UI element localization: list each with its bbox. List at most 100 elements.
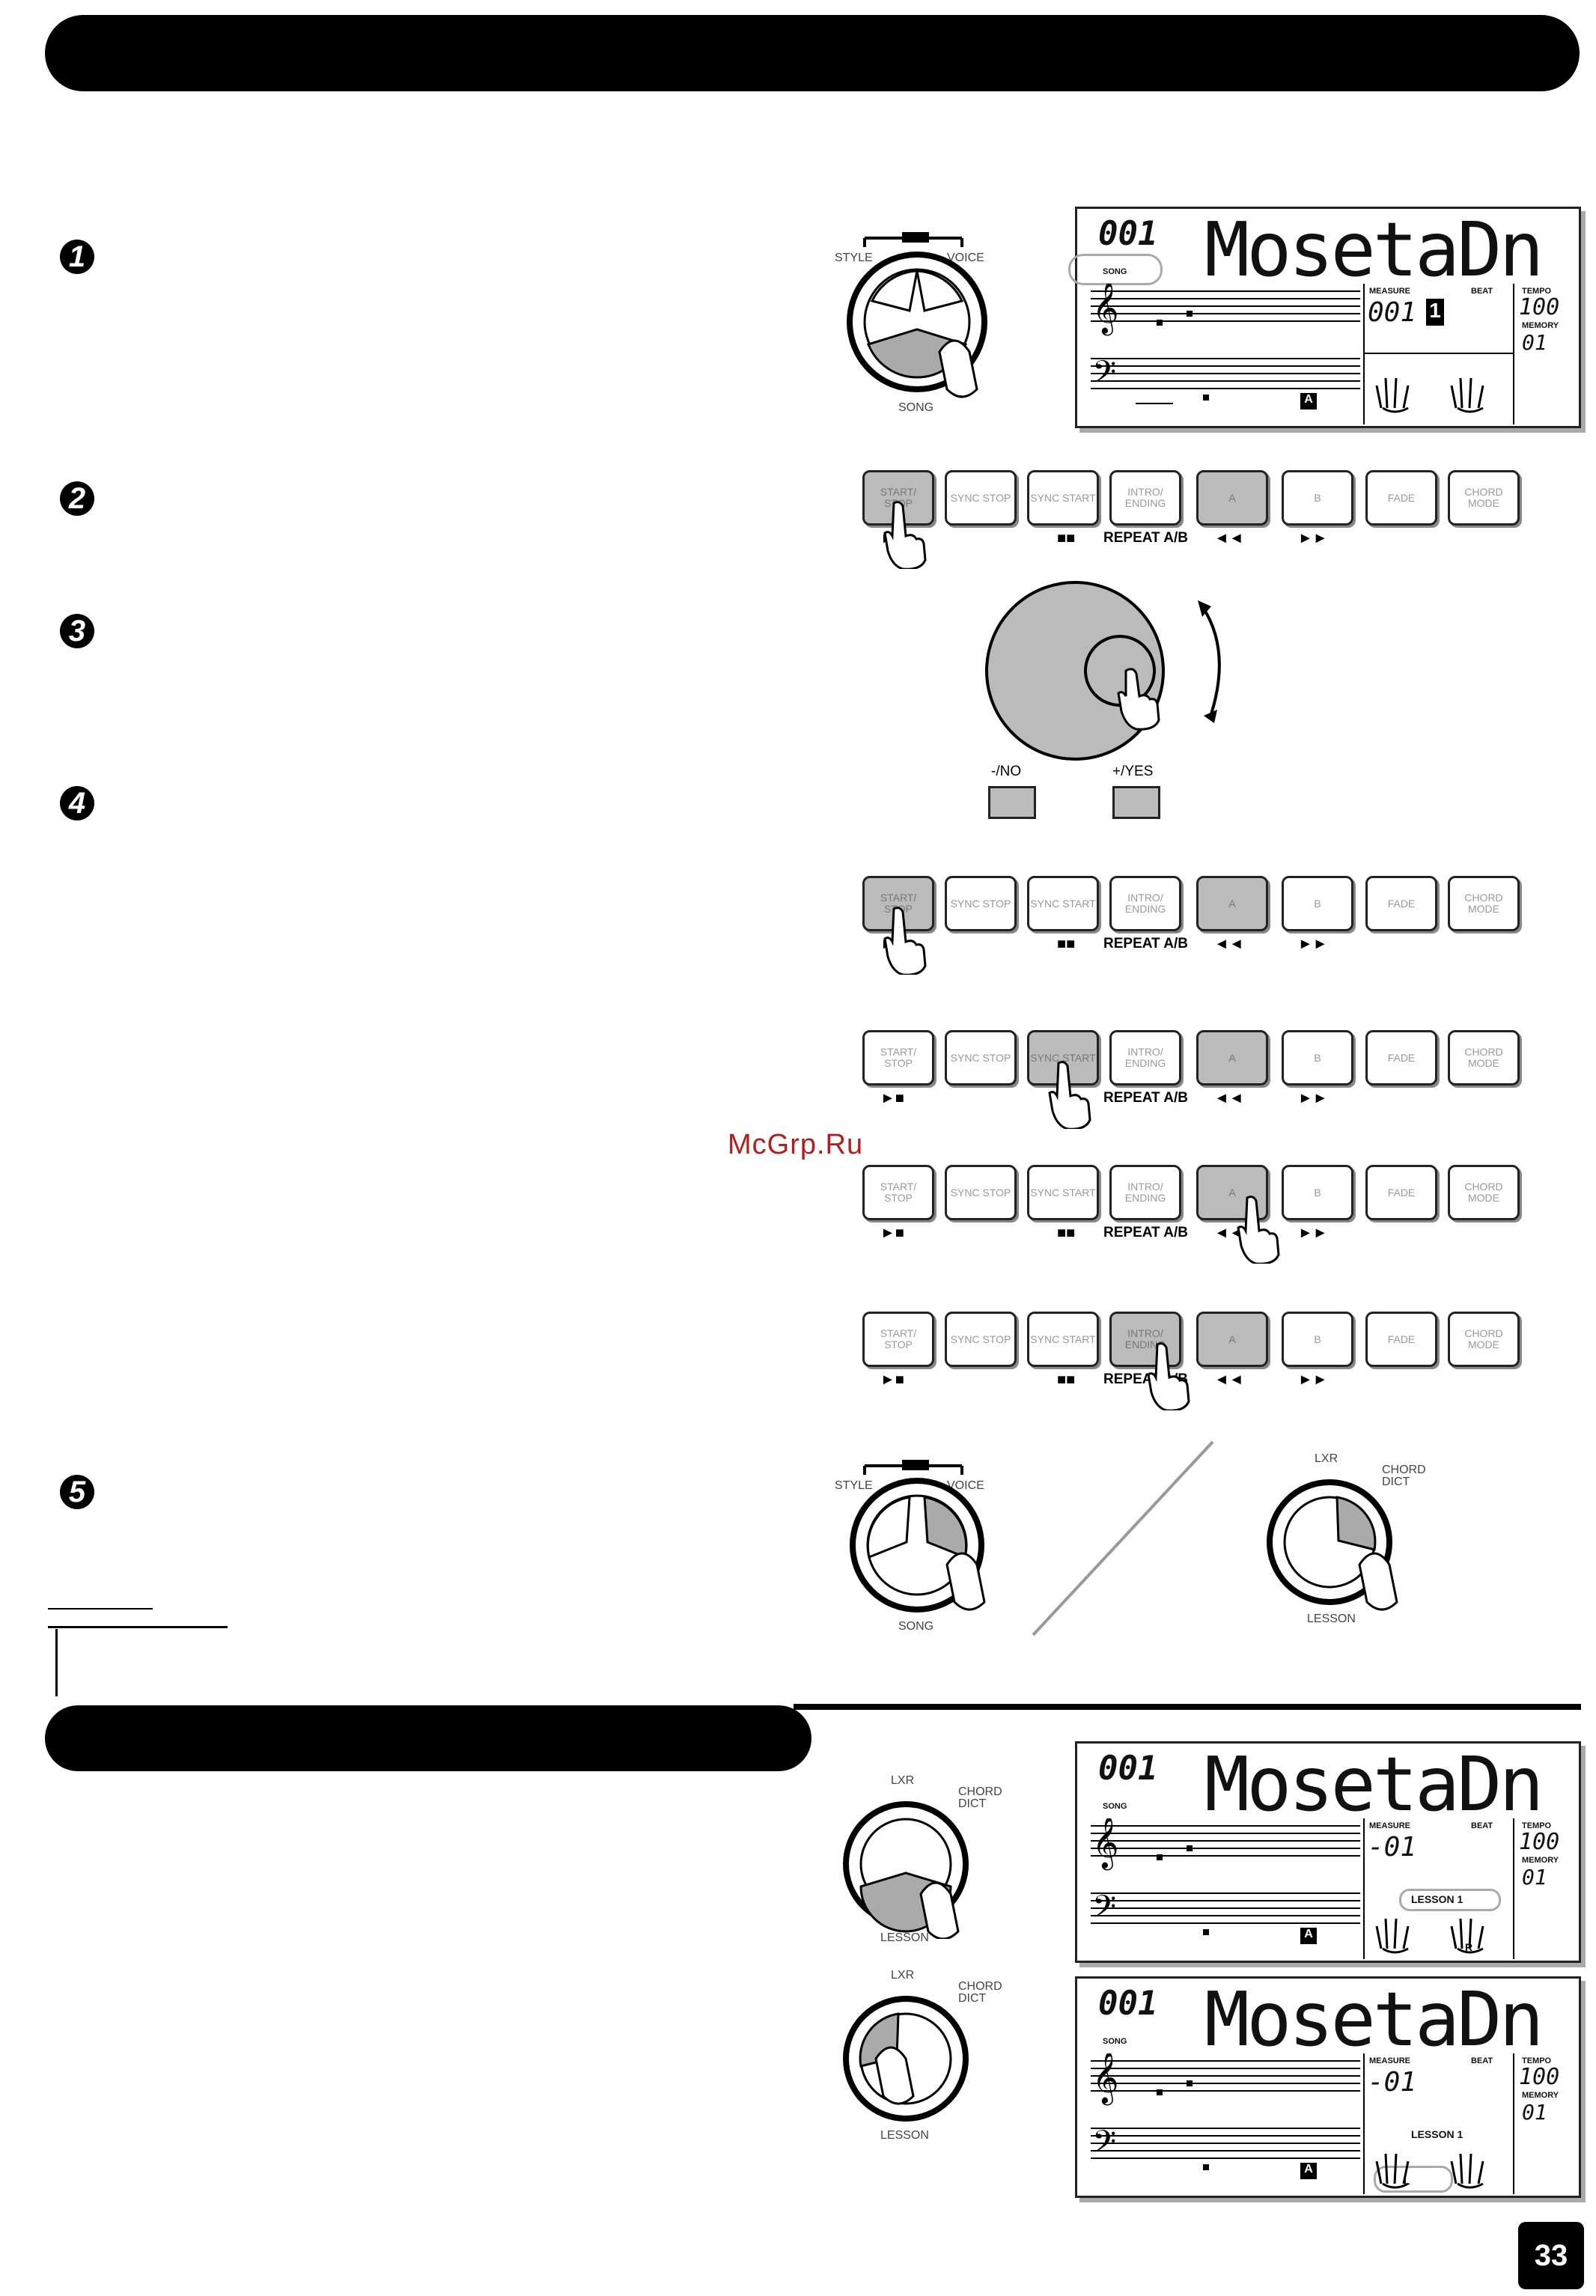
- b-button[interactable]: B: [1282, 1030, 1353, 1085]
- lcd-divider: [1363, 1818, 1365, 1959]
- pointing-hand-icon: [1237, 1196, 1280, 1264]
- fade-button[interactable]: FADE: [1365, 1030, 1437, 1085]
- lesson-wheel-icon[interactable]: [831, 1969, 1011, 2134]
- yes-button[interactable]: [1112, 786, 1160, 819]
- repeat-ab-label: REPEAT A/B: [1103, 936, 1188, 951]
- lesson-wheel-icon[interactable]: [1255, 1452, 1434, 1617]
- no-button[interactable]: [988, 786, 1036, 819]
- lxr-label: LXR: [891, 1969, 915, 1982]
- forward-symbol: ►►: [1298, 530, 1328, 546]
- sync-stop-button[interactable]: SYNC STOP: [945, 1312, 1017, 1367]
- forward-symbol: ►►: [1298, 1090, 1328, 1106]
- intro-ending-button[interactable]: INTRO/ ENDING: [1109, 876, 1181, 931]
- chord-mode-button[interactable]: CHORD MODE: [1448, 470, 1520, 526]
- intro-ending-button[interactable]: INTRO/ ENDING: [1109, 1165, 1181, 1220]
- pause-symbol: ■■: [1057, 1225, 1076, 1241]
- beat-label: BEAT: [1471, 1821, 1493, 1830]
- intro-ending-button[interactable]: INTRO/ ENDING: [1109, 470, 1181, 526]
- selector-wheel-icon[interactable]: [835, 1452, 1014, 1624]
- sync-stop-button[interactable]: SYNC STOP: [945, 876, 1017, 931]
- or-divider-line: [1032, 1440, 1214, 1636]
- svg-text:𝄢: 𝄢: [1092, 354, 1116, 398]
- chord-dict-label: CHORD DICT: [1382, 1464, 1426, 1488]
- lesson-wheel-icon[interactable]: [831, 1774, 1011, 1939]
- intro-ending-button[interactable]: INTRO/ ENDING: [1109, 1030, 1181, 1085]
- lcd-song-name: MosetaDn: [1204, 1976, 1544, 2063]
- forward-symbol: ►►: [1298, 936, 1328, 952]
- sync-start-button[interactable]: SYNC START: [1027, 1165, 1099, 1220]
- pointing-hand-icon: [883, 501, 927, 569]
- song-label: SONG: [898, 401, 934, 414]
- b-button[interactable]: B: [1282, 1165, 1353, 1220]
- footnote-rule-2: [48, 1608, 153, 1610]
- chord-mode-button[interactable]: CHORD MODE: [1448, 1030, 1520, 1085]
- svg-text:𝄢: 𝄢: [1092, 1889, 1116, 1932]
- repeat-ab-label: REPEAT A/B: [1103, 530, 1188, 546]
- lesson-highlight: [1399, 1889, 1501, 1911]
- sync-start-button[interactable]: SYNC START: [1027, 1030, 1099, 1085]
- lcd-divider-2: [1513, 1818, 1514, 1959]
- repeat-ab-label: REPEAT A/B: [1103, 1090, 1188, 1106]
- lesson-indicator: LESSON 1: [1411, 1893, 1463, 1905]
- a-button[interactable]: A: [1196, 1312, 1268, 1367]
- beat-label: BEAT: [1471, 2056, 1493, 2065]
- fade-button[interactable]: FADE: [1365, 1312, 1437, 1367]
- fade-button[interactable]: FADE: [1365, 1165, 1437, 1220]
- mode-selector-1: STYLE VOICE SONG: [835, 225, 999, 427]
- svg-text:𝄢: 𝄢: [1092, 2124, 1116, 2167]
- dial-icon[interactable]: [973, 576, 1258, 771]
- sync-start-button[interactable]: SYNC START: [1027, 876, 1099, 931]
- lcd-song-tag: SONG: [1103, 2037, 1127, 2046]
- style-label: STYLE: [835, 1479, 873, 1492]
- hands-icon: [1375, 2153, 1484, 2189]
- forward-symbol: ►►: [1298, 1371, 1328, 1388]
- sync-stop-button[interactable]: SYNC STOP: [945, 470, 1017, 526]
- intro-ending-button[interactable]: INTRO/ ENDING: [1109, 1312, 1181, 1367]
- sync-stop-button[interactable]: SYNC STOP: [945, 1165, 1017, 1220]
- pointing-hand-icon: [883, 907, 927, 975]
- tempo-label: TEMPO: [1522, 287, 1552, 296]
- fade-button[interactable]: FADE: [1365, 876, 1437, 931]
- section-divider: [794, 1704, 1581, 1710]
- chord-mode-button[interactable]: CHORD MODE: [1448, 1312, 1520, 1367]
- measure-label: MEASURE: [1369, 287, 1411, 296]
- yes-label: +/YES: [1112, 764, 1154, 779]
- b-button[interactable]: B: [1282, 1312, 1353, 1367]
- svg-text:𝄞: 𝄞: [1092, 284, 1118, 335]
- footnote-rule: [48, 1626, 228, 1628]
- memory-value: 01: [1522, 2100, 1547, 2125]
- hands-icon: [1375, 1918, 1484, 1954]
- a-button[interactable]: A: [1196, 470, 1268, 526]
- svg-text:𝄞: 𝄞: [1092, 1818, 1118, 1870]
- pause-symbol: ■■: [1057, 1371, 1076, 1388]
- start-stop-button[interactable]: START/ STOP: [862, 1030, 934, 1085]
- tempo-label: TEMPO: [1522, 2056, 1552, 2065]
- staff-icon: 𝄞 𝄢: [1091, 1818, 1360, 1935]
- chord-mode-button[interactable]: CHORD MODE: [1448, 876, 1520, 931]
- a-button[interactable]: A: [1196, 1030, 1268, 1085]
- lcd-divider: [1363, 284, 1365, 424]
- step-2-marker: 2: [60, 481, 94, 516]
- start-stop-button[interactable]: START/ STOP: [862, 1312, 934, 1367]
- data-dial: -/NO +/YES: [973, 576, 1258, 823]
- b-button[interactable]: B: [1282, 876, 1353, 931]
- memory-label: MEMORY: [1522, 1856, 1559, 1865]
- transport-buttons-row-3: START/ STOP SYNC STOP SYNC START INTRO/ …: [862, 1030, 1521, 1129]
- chord-dict-label: CHORD DICT: [958, 1980, 1002, 2005]
- lcd-divider-h: [1363, 353, 1513, 354]
- sync-stop-button[interactable]: SYNC STOP: [945, 1030, 1017, 1085]
- pause-symbol: ■■: [1057, 530, 1076, 546]
- a-button[interactable]: A: [1196, 876, 1268, 931]
- svg-text:𝄞: 𝄞: [1092, 2053, 1118, 2105]
- sync-start-button[interactable]: SYNC START: [1027, 1312, 1099, 1367]
- lesson-label: LESSON: [880, 1931, 929, 1944]
- transport-buttons-row-5: START/ STOP SYNC STOP SYNC START INTRO/ …: [862, 1312, 1521, 1410]
- watermark: McGrp.Ru: [728, 1129, 864, 1160]
- b-button[interactable]: B: [1282, 470, 1353, 526]
- selector-wheel-icon[interactable]: [835, 225, 999, 404]
- chord-mode-button[interactable]: CHORD MODE: [1448, 1165, 1520, 1220]
- fade-button[interactable]: FADE: [1365, 470, 1437, 526]
- start-stop-button[interactable]: START/ STOP: [862, 1165, 934, 1220]
- lcd-song-tag: SONG: [1103, 1802, 1127, 1811]
- sync-start-button[interactable]: SYNC START: [1027, 470, 1099, 526]
